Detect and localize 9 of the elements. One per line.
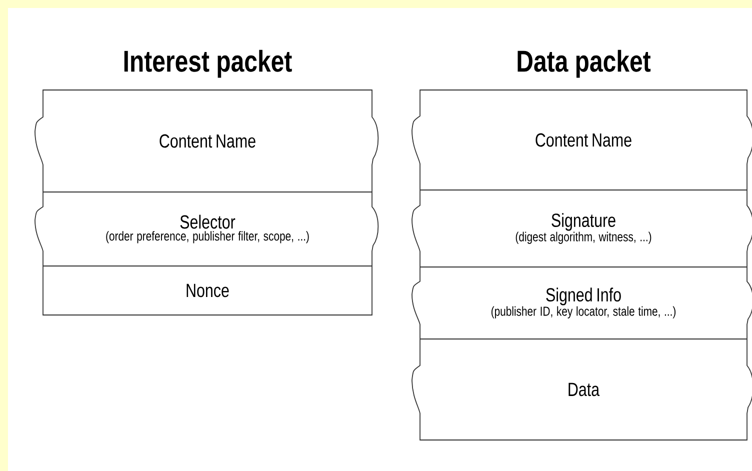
- node-label: Interest packet: [124, 50, 292, 78]
- node-label: Data packet: [518, 50, 651, 78]
- packet-field: Signed Info (publisher ID, key locator, stale time, ...): [420, 266, 748, 318]
- packet-field: Content Name: [160, 134, 256, 148]
- packet-field: Selector (order preference, publisher filter, scope, ...): [42, 192, 372, 244]
- packet-field: Nonce: [42, 266, 372, 298]
- packet-field: Data: [420, 338, 748, 396]
- packet-field: Signature (digest algorithm, witness, ...): [420, 190, 748, 244]
- packet-field: Content Name: [536, 133, 632, 147]
